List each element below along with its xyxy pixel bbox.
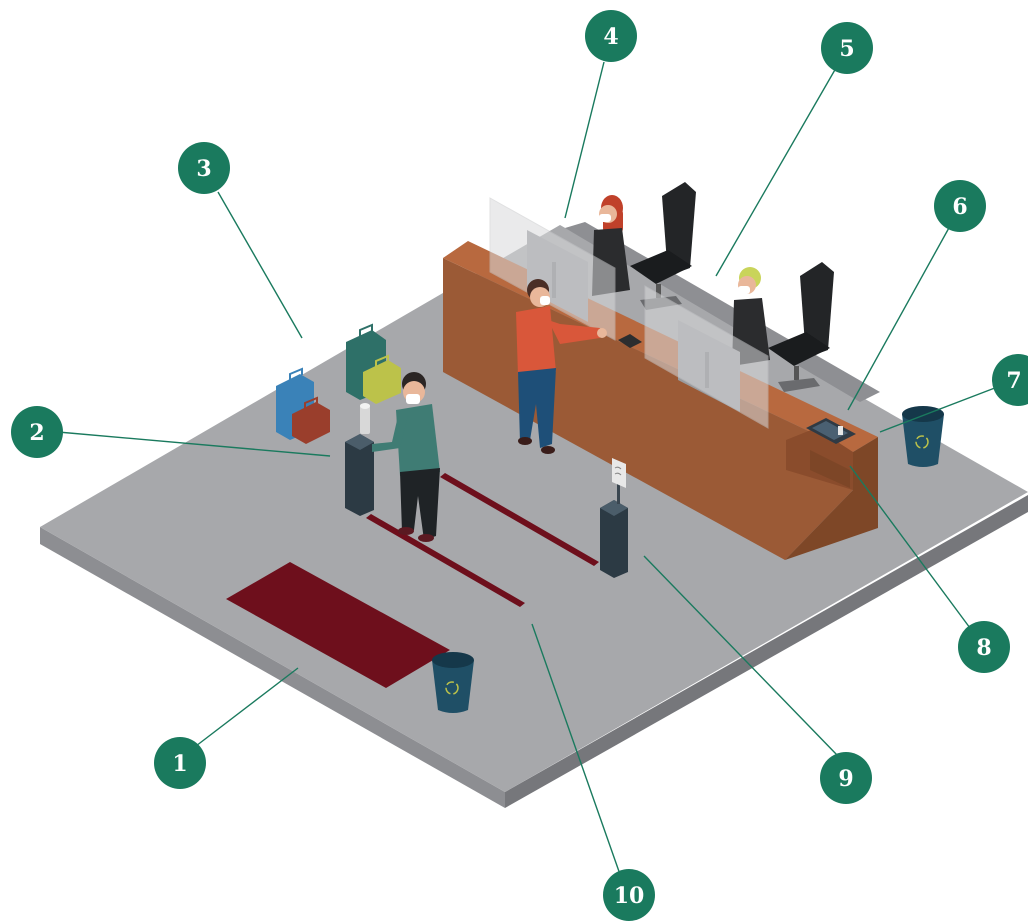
leader-line-4	[565, 62, 604, 218]
customer-shoe	[398, 527, 414, 535]
marker-9-label: 9	[838, 766, 853, 792]
bin-rim	[432, 652, 474, 668]
marker-6-label: 6	[952, 194, 967, 220]
customer-shoe	[541, 446, 555, 454]
leader-line-5	[716, 68, 836, 276]
marker-4-label: 4	[603, 24, 618, 50]
marker-10: 10	[603, 869, 655, 921]
waste-bin-front	[432, 652, 474, 713]
marker-2: 2	[11, 406, 63, 458]
marker-1-label: 1	[172, 751, 187, 777]
bin-rim	[902, 406, 944, 422]
leader-line-1	[196, 668, 298, 746]
marker-6: 6	[934, 180, 986, 232]
marker-2-label: 2	[29, 420, 44, 446]
face-mask	[540, 296, 550, 305]
marker-8: 8	[958, 621, 1010, 673]
terminal-bottle	[838, 426, 843, 435]
sanitizer-pump	[360, 403, 370, 409]
marker-5: 5	[821, 22, 873, 74]
face-mask	[599, 214, 611, 222]
marker-7-label: 7	[1006, 368, 1021, 394]
marker-8-label: 8	[976, 635, 991, 661]
face-mask	[406, 394, 420, 404]
customer-hand	[597, 328, 607, 338]
leader-line-3	[218, 192, 302, 338]
face-mask	[738, 286, 750, 294]
customer-torso	[516, 306, 556, 376]
chair-stem	[794, 366, 799, 380]
marker-3: 3	[178, 142, 230, 194]
marker-1: 1	[154, 737, 206, 789]
marker-7: 7	[992, 354, 1028, 406]
queue-stand-pole	[617, 484, 620, 504]
marker-10-label: 10	[614, 883, 645, 909]
marker-4: 4	[585, 10, 637, 62]
leader-line-6	[848, 226, 950, 410]
customer-shoe	[518, 437, 532, 445]
customer-shoe	[418, 534, 434, 542]
marker-9: 9	[820, 752, 872, 804]
marker-5-label: 5	[839, 36, 854, 62]
marker-3-label: 3	[196, 156, 211, 182]
